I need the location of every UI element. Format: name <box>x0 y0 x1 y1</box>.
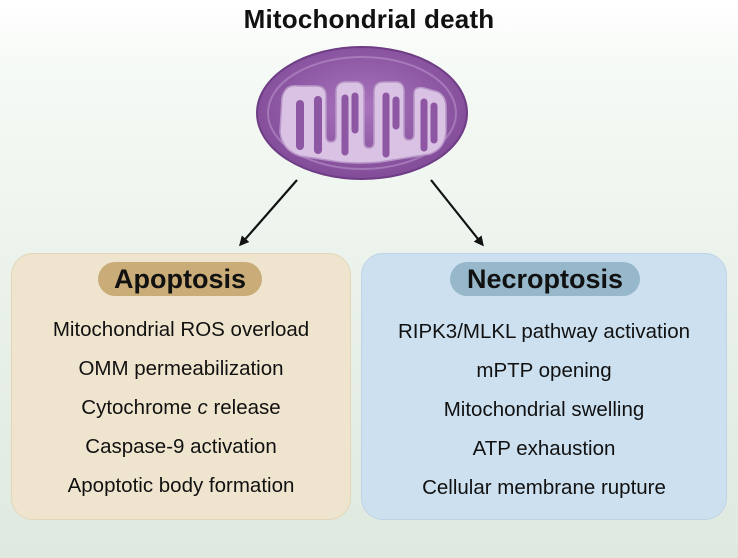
list-item: Cytochrome c release <box>12 396 350 435</box>
apoptosis-list: Mitochondrial ROS overload OMM permeabil… <box>12 318 350 513</box>
necroptosis-panel: Necroptosis RIPK3/MLKL pathway activatio… <box>361 253 727 520</box>
apoptosis-heading: Apoptosis <box>98 262 262 296</box>
list-item: Mitochondrial swelling <box>443 398 645 421</box>
necroptosis-list: RIPK3/MLKL pathway activation mPTP openi… <box>362 320 726 515</box>
release-text: release <box>213 396 281 419</box>
list-item: RIPK3/MLKL pathway activation <box>397 320 691 343</box>
list-item: mPTP opening <box>476 359 612 382</box>
list-item: Apoptotic body formation <box>67 474 295 497</box>
list-item: Caspase-9 activation <box>85 435 277 458</box>
cytochrome-text: Cytochrome <box>81 396 192 419</box>
list-item: ATP exhaustion <box>472 437 616 460</box>
list-item: OMM permeabilization <box>78 357 284 380</box>
list-item: Mitochondrial ROS overload <box>52 318 310 341</box>
apoptosis-panel: Apoptosis Mitochondrial ROS overload OMM… <box>11 253 351 520</box>
cytochrome-c-italic: c <box>197 396 208 419</box>
diagram-title: Mitochondrial death <box>243 4 495 34</box>
mitochondrion-icon <box>256 46 468 180</box>
necroptosis-heading: Necroptosis <box>450 262 640 296</box>
arrow-down-right-icon <box>430 179 484 247</box>
arrow-down-left-icon <box>239 179 298 247</box>
list-item: Cellular membrane rupture <box>422 476 666 499</box>
